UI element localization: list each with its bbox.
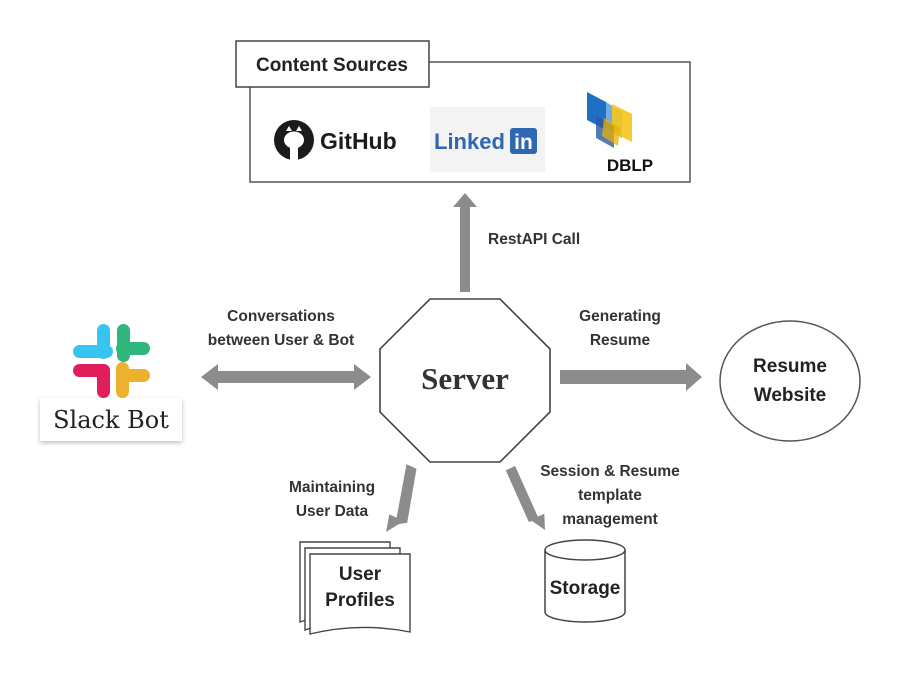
session-label-line1: Session & Resume [540, 463, 680, 480]
resume-website-line1: Resume [753, 356, 827, 377]
server-label: Server [421, 361, 509, 396]
content-sources-title: Content Sources [256, 55, 408, 76]
dblp-logo: DBLP [587, 92, 653, 175]
user-profiles-line1: User [339, 564, 382, 585]
slack-bot-label: Slack Bot [53, 406, 169, 434]
maintaining-label-line2: User Data [296, 503, 369, 520]
resume-website-line2: Website [754, 385, 827, 406]
edge-labels: RestAPI Call Conversations between User … [208, 231, 680, 528]
slack-logo-icon [73, 324, 150, 398]
session-label-line3: management [562, 511, 658, 528]
slack-bot-node: Slack Bot [40, 324, 182, 441]
user-profiles-node: User Profiles [299, 541, 411, 635]
linkedin-in-text: in [514, 131, 533, 154]
conversations-label-line2: between User & Bot [208, 332, 354, 349]
github-logo: GitHub [274, 120, 397, 160]
session-label-line2: template [578, 487, 642, 504]
user-profiles-line2: Profiles [325, 590, 395, 611]
restapi-arrow [453, 193, 477, 292]
linkedin-logo: Linked in [430, 107, 545, 172]
generating-arrow [560, 363, 702, 391]
dblp-wordmark: DBLP [607, 156, 653, 175]
content-sources-box: Content Sources GitHub Linked in DBLP [235, 40, 691, 183]
github-wordmark: GitHub [320, 128, 397, 154]
maintaining-label-line1: Maintaining [289, 479, 375, 496]
linkedin-wordmark: Linked [434, 129, 505, 154]
generating-label-line2: Resume [590, 332, 651, 349]
generating-label-line1: Generating [579, 308, 661, 325]
session-arrow [505, 466, 545, 530]
slack-bot-label-box [40, 398, 182, 441]
storage-label: Storage [550, 578, 621, 599]
conversation-arrow [201, 364, 371, 390]
maintaining-arrow [386, 464, 417, 532]
content-sources-title-box [235, 40, 430, 88]
server-node: Server [379, 298, 551, 463]
arrows [201, 193, 702, 532]
conversations-label-line1: Conversations [227, 308, 335, 325]
storage-node: Storage [544, 539, 626, 623]
restapi-label: RestAPI Call [488, 231, 580, 248]
resume-website-node: Resume Website [719, 320, 861, 442]
linkedin-in-badge [510, 128, 537, 154]
